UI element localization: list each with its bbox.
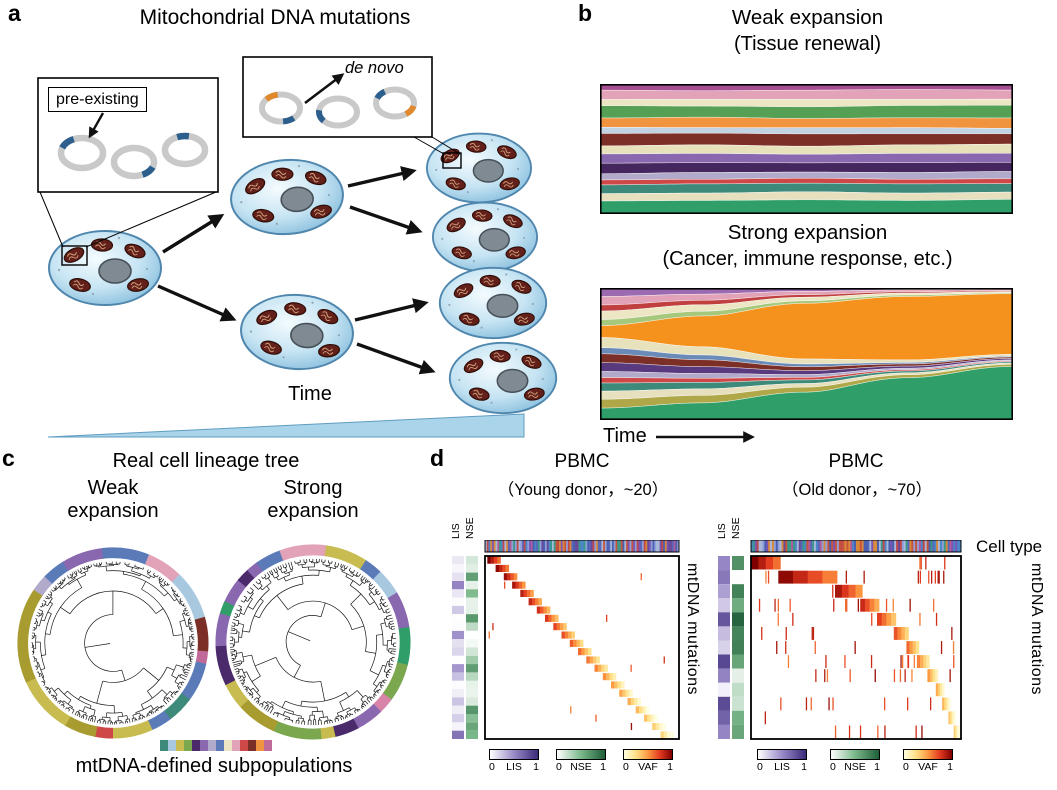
panel-c-label: c (2, 445, 15, 471)
panel-c-title: Real cell lineage tree (112, 450, 300, 472)
strong-expansion-title: Strong expansion (727, 221, 888, 244)
mtdna-mutations-label: mtDNA mutations (1028, 563, 1045, 695)
vaf-legend: 0 VAF 1 (623, 749, 673, 773)
cell-gen1 (49, 231, 161, 305)
cell-gen2-top (229, 156, 346, 238)
old-donor-heatmap (718, 540, 962, 740)
denovo-label: de novo (345, 59, 404, 77)
cell-type-label: Cell type (976, 537, 1043, 556)
cell-gen2-bottom (239, 292, 355, 372)
panel-a-title: Mitochondrial DNA mutations (139, 6, 411, 29)
weak-tree-label: Weak expansion (67, 477, 159, 522)
nse-gradient-bar (830, 749, 880, 760)
subpopulation-colorbar (160, 740, 272, 751)
panel-a-time-label: Time (288, 383, 332, 405)
panel-b-time-axis: Time (603, 425, 764, 448)
weak-expansion-lineage-tree (17, 547, 209, 739)
cell-gen3-3 (440, 268, 546, 338)
old-donor-title: PBMC (828, 451, 884, 472)
lis-gradient-bar (757, 749, 807, 760)
nse-column-label: NSE (730, 517, 742, 539)
young-donor-subtitle: （Young donor，~20） (497, 481, 669, 499)
vaf-gradient-bar (623, 749, 673, 760)
lis-gradient-bar (489, 749, 539, 760)
strong-expansion-muller-plot (600, 288, 1013, 420)
weak-expansion-subtitle: (Tissue renewal) (733, 33, 882, 55)
lis-column-label: LIS (716, 523, 728, 539)
lis-legend: 0 LIS 1 (489, 749, 539, 773)
panel-d-label: d (430, 445, 445, 471)
cell-lineage-diagram (37, 56, 575, 438)
nse-column-label: NSE (464, 517, 476, 539)
weak-expansion-title: Weak expansion (731, 6, 884, 29)
vaf-legend: 0 VAF 1 (903, 749, 953, 773)
vaf-gradient-bar (903, 749, 953, 760)
cell-gen3-2 (433, 203, 537, 272)
strong-expansion-lineage-tree (215, 544, 411, 740)
mtdna-mutations-label: mtDNA mutations (684, 563, 701, 695)
panel-a-label: a (8, 0, 21, 26)
time-wedge (47, 413, 525, 438)
panel-c-caption: mtDNA-defined subpopulations (75, 755, 353, 777)
panel-b-label: b (578, 0, 593, 26)
weak-expansion-muller-plot (600, 84, 1013, 214)
lis-column-label: LIS (450, 523, 462, 539)
nse-legend: 0 NSE 1 (830, 749, 880, 773)
old-donor-subtitle: （Old donor，~70） (782, 481, 932, 499)
nse-gradient-bar (556, 749, 606, 760)
strong-tree-label: Strong expansion (267, 477, 359, 522)
panel-b-time-label: Time (603, 425, 647, 447)
nse-legend: 0 NSE 1 (556, 749, 606, 773)
lis-legend: 0 LIS 1 (757, 749, 807, 773)
time-arrow-icon (655, 430, 755, 443)
young-donor-heatmap (452, 540, 680, 740)
cell-gen3-4 (450, 343, 556, 413)
preexisting-label: pre-existing (48, 87, 147, 112)
strong-expansion-subtitle: (Cancer, immune response, etc.) (662, 248, 953, 270)
young-donor-title: PBMC (554, 451, 610, 472)
